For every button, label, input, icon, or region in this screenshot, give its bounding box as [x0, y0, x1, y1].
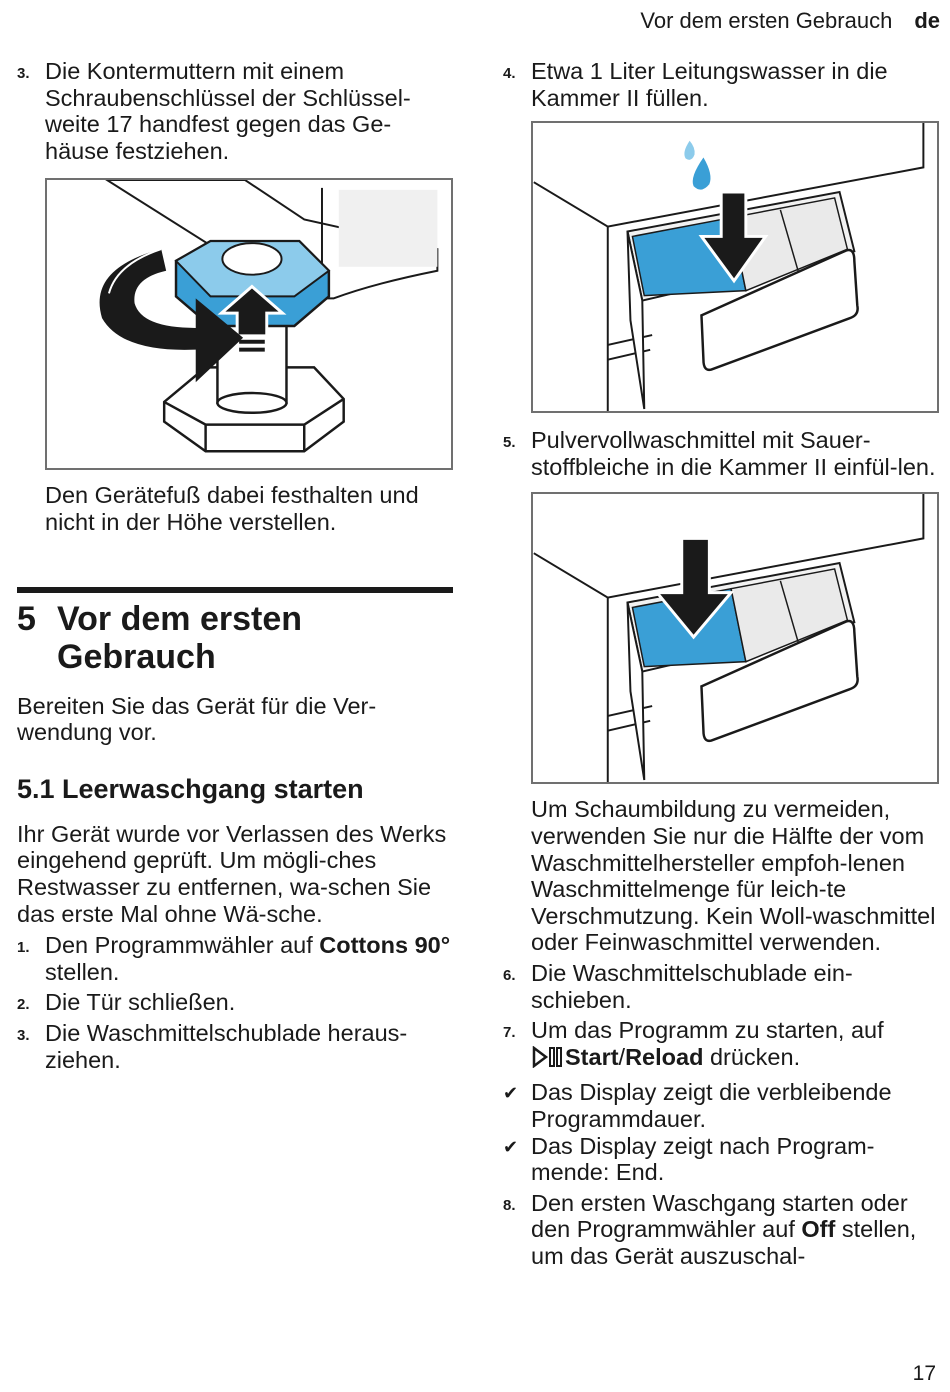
step-text: Etwa 1 Liter Leitungswasser in die Kamme…: [531, 58, 888, 111]
step-number: 4.: [503, 65, 516, 82]
step-number: 6.: [503, 966, 516, 984]
step-3-tighten: 3. Die Kontermuttern mit einem Schrauben…: [17, 58, 453, 164]
check-icon: ✔: [503, 1136, 519, 1157]
drawer-detergent-illustration: [533, 494, 925, 783]
step-number: 5.: [503, 434, 516, 452]
step-number: 7.: [503, 1024, 516, 1042]
step-text: stellen, um das Gerät auszuschal-: [531, 1216, 917, 1269]
step-number: 1.: [17, 939, 30, 957]
reload-label: Reload: [625, 1043, 704, 1070]
section-intro: Bereiten Sie das Gerät für die Ver-wendu…: [17, 692, 377, 746]
note-hold-foot: Den Gerätefuß dabei festhalten und nicht…: [45, 482, 419, 535]
step-number: 2.: [17, 996, 30, 1014]
separator: /: [618, 1043, 626, 1070]
step-text: Um das Programm zu starten, auf: [531, 1017, 884, 1044]
step-text: Die Waschmittelschublade ein-schieben.: [531, 959, 853, 1013]
off-label: Off: [801, 1216, 836, 1243]
step-text: Die Waschmittelschublade heraus-ziehen.: [45, 1019, 408, 1073]
step-number: 3.: [17, 1026, 30, 1044]
figure-lock-nut: [45, 178, 453, 471]
section-heading: 5 Vor dem ersten Gebrauch: [17, 600, 453, 676]
page-number: 17: [912, 1362, 936, 1385]
step-text: Pulvervollwaschmittel mit Sauer-stoffble…: [531, 427, 936, 480]
step-text: Die Tür schließen.: [45, 989, 236, 1016]
step-text: Den Programmwähler auf: [45, 932, 320, 959]
running-header: Vor dem ersten Gebrauch de: [640, 8, 940, 34]
lock-nut-illustration: [99, 180, 439, 453]
step-text: Den ersten Waschgang starten oder den Pr…: [531, 1189, 908, 1243]
result-text: Das Display zeigt die verbleibende Progr…: [531, 1079, 892, 1132]
section-title: Vor dem ersten Gebrauch: [57, 599, 303, 676]
step-6-insert-drawer: 6. Die Waschmittelschublade ein-schieben…: [503, 960, 939, 1013]
step-text: stellen.: [45, 958, 120, 985]
step-4-water: 4. Etwa 1 Liter Leitungswasser in die Ka…: [503, 58, 939, 111]
note-foam: Um Schaumbildung zu vermeiden, verwenden…: [531, 796, 936, 956]
step-number: 3.: [17, 65, 30, 82]
step-3-drawer: 3. Die Waschmittelschublade heraus-ziehe…: [17, 1020, 453, 1073]
step-text: drücken.: [703, 1043, 801, 1070]
header-section-title: Vor dem ersten Gebrauch: [640, 8, 893, 33]
subsection-heading: 5.1 Leerwaschgang starten: [17, 773, 364, 804]
section-rule: [17, 586, 453, 593]
program-name: Cottons 90°: [319, 932, 451, 959]
figure-fill-detergent: [531, 492, 939, 785]
subsection-paragraph: Ihr Gerät wurde vor Verlassen des Werks …: [17, 820, 447, 927]
section-number: 5: [17, 599, 36, 638]
check-icon: ✔: [503, 1083, 519, 1104]
step-7-start: 7. Um das Programm zu starten, auf Start…: [503, 1017, 939, 1073]
left-column: 3. Die Kontermuttern mit einem Schrauben…: [17, 58, 453, 1073]
result-text: Das Display zeigt nach Program-mende: En…: [531, 1132, 875, 1186]
result-end: ✔ Das Display zeigt nach Program-mende: …: [503, 1133, 939, 1186]
header-language: de: [914, 8, 940, 33]
right-column: 4. Etwa 1 Liter Leitungswasser in die Ka…: [503, 58, 939, 1269]
drawer-water-illustration: [533, 123, 925, 412]
step-number: 8.: [503, 1196, 516, 1214]
step-8-finish: 8. Den ersten Waschgang starten oder den…: [503, 1190, 939, 1270]
step-1-program: 1. Den Programmwähler auf Cottons 90° st…: [17, 932, 453, 985]
start-pause-icon: [531, 1045, 565, 1074]
result-remaining-time: ✔ Das Display zeigt die verbleibende Pro…: [503, 1079, 939, 1132]
step-2-door: 2. Die Tür schließen.: [17, 989, 453, 1016]
step-text: Die Kontermuttern mit einem Schraubensch…: [45, 58, 411, 164]
figure-fill-water: [531, 121, 939, 414]
step-5-detergent: 5. Pulvervollwaschmittel mit Sauer-stoff…: [503, 427, 939, 480]
start-label: Start: [565, 1043, 619, 1070]
